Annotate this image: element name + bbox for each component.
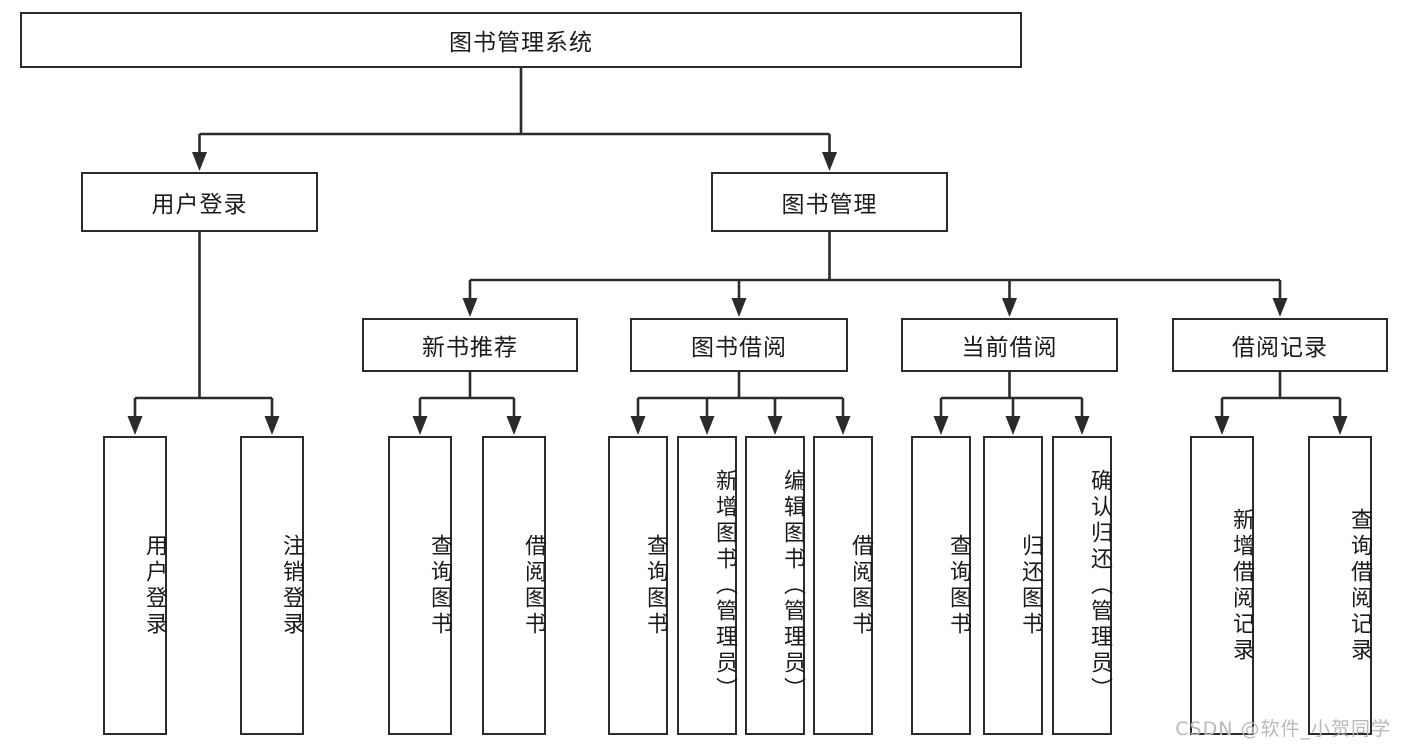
edge-arrowhead xyxy=(835,416,851,435)
edge-arrowhead xyxy=(506,416,522,435)
edge-arrowhead xyxy=(1005,416,1021,435)
edge-arrowhead xyxy=(192,152,207,171)
node-n-user[interactable]: 用户登录 xyxy=(81,172,318,232)
node-l-qbook3[interactable]: 查询图书 xyxy=(911,436,971,735)
node-label: 当前借阅 xyxy=(961,335,1058,361)
node-l-bbook2[interactable]: 借阅图书 xyxy=(813,436,873,735)
node-l-addrec[interactable]: 新增借阅记录 xyxy=(1190,436,1254,735)
node-l-qbook2[interactable]: 查询图书 xyxy=(608,436,668,735)
edge-arrowhead xyxy=(630,416,646,435)
edge-arrowhead xyxy=(731,298,747,317)
edge-arrowhead xyxy=(1272,298,1288,317)
edge-arrowhead xyxy=(1074,416,1090,435)
node-label: 新增图书（管理员） xyxy=(712,468,737,703)
node-n-new[interactable]: 新书推荐 xyxy=(362,318,578,372)
node-n-lend[interactable]: 图书借阅 xyxy=(630,318,848,372)
node-label: 确认归还（管理员） xyxy=(1087,468,1112,703)
node-l-bbook1[interactable]: 借阅图书 xyxy=(482,436,546,735)
node-l-qbook1[interactable]: 查询图书 xyxy=(388,436,452,735)
node-l-return[interactable]: 归还图书 xyxy=(983,436,1043,735)
node-label: 查询借阅记录 xyxy=(1347,507,1372,664)
node-label: 查询图书 xyxy=(643,533,668,638)
node-label: 归还图书 xyxy=(1018,533,1043,638)
edge-arrowhead xyxy=(1332,416,1348,435)
node-l-confirm[interactable]: 确认归还（管理员） xyxy=(1052,436,1112,735)
node-n-cur[interactable]: 当前借阅 xyxy=(901,318,1118,372)
node-l-editbook[interactable]: 编辑图书（管理员） xyxy=(745,436,805,735)
node-label: 查询图书 xyxy=(427,533,452,638)
node-label: 新书推荐 xyxy=(422,335,518,361)
edge-arrowhead xyxy=(699,416,715,435)
node-n-rec[interactable]: 借阅记录 xyxy=(1172,318,1388,372)
node-l-addbook[interactable]: 新增图书（管理员） xyxy=(677,436,737,735)
edge-arrowhead xyxy=(933,416,949,435)
node-l-qrec[interactable]: 查询借阅记录 xyxy=(1308,436,1372,735)
node-label: 用户登录 xyxy=(142,533,167,638)
node-label: 编辑图书（管理员） xyxy=(780,468,805,703)
node-label: 借阅图书 xyxy=(848,533,873,638)
node-label: 新增借阅记录 xyxy=(1229,507,1254,664)
node-label: 借阅图书 xyxy=(521,533,546,638)
node-label: 查询图书 xyxy=(946,533,971,638)
node-root[interactable]: 图书管理系统 xyxy=(20,12,1022,68)
node-label: 图书管理 xyxy=(781,192,878,218)
edge-arrowhead xyxy=(1214,416,1230,435)
node-label: 用户登录 xyxy=(151,192,248,218)
edge-arrowhead xyxy=(767,416,783,435)
node-n-book[interactable]: 图书管理 xyxy=(711,172,948,232)
node-label: 注销登录 xyxy=(279,533,304,638)
edge-arrowhead xyxy=(412,416,428,435)
edge-arrowhead xyxy=(264,416,280,435)
node-l-login[interactable]: 用户登录 xyxy=(103,436,167,735)
edge-arrowhead xyxy=(822,152,837,171)
node-label: 借阅记录 xyxy=(1232,335,1328,361)
node-label: 图书管理系统 xyxy=(449,30,593,56)
node-l-logout[interactable]: 注销登录 xyxy=(240,436,304,735)
node-label: 图书借阅 xyxy=(691,335,787,361)
edge-arrowhead xyxy=(462,298,478,317)
edge-arrowhead xyxy=(1002,298,1017,317)
edge-arrowhead xyxy=(127,416,143,435)
